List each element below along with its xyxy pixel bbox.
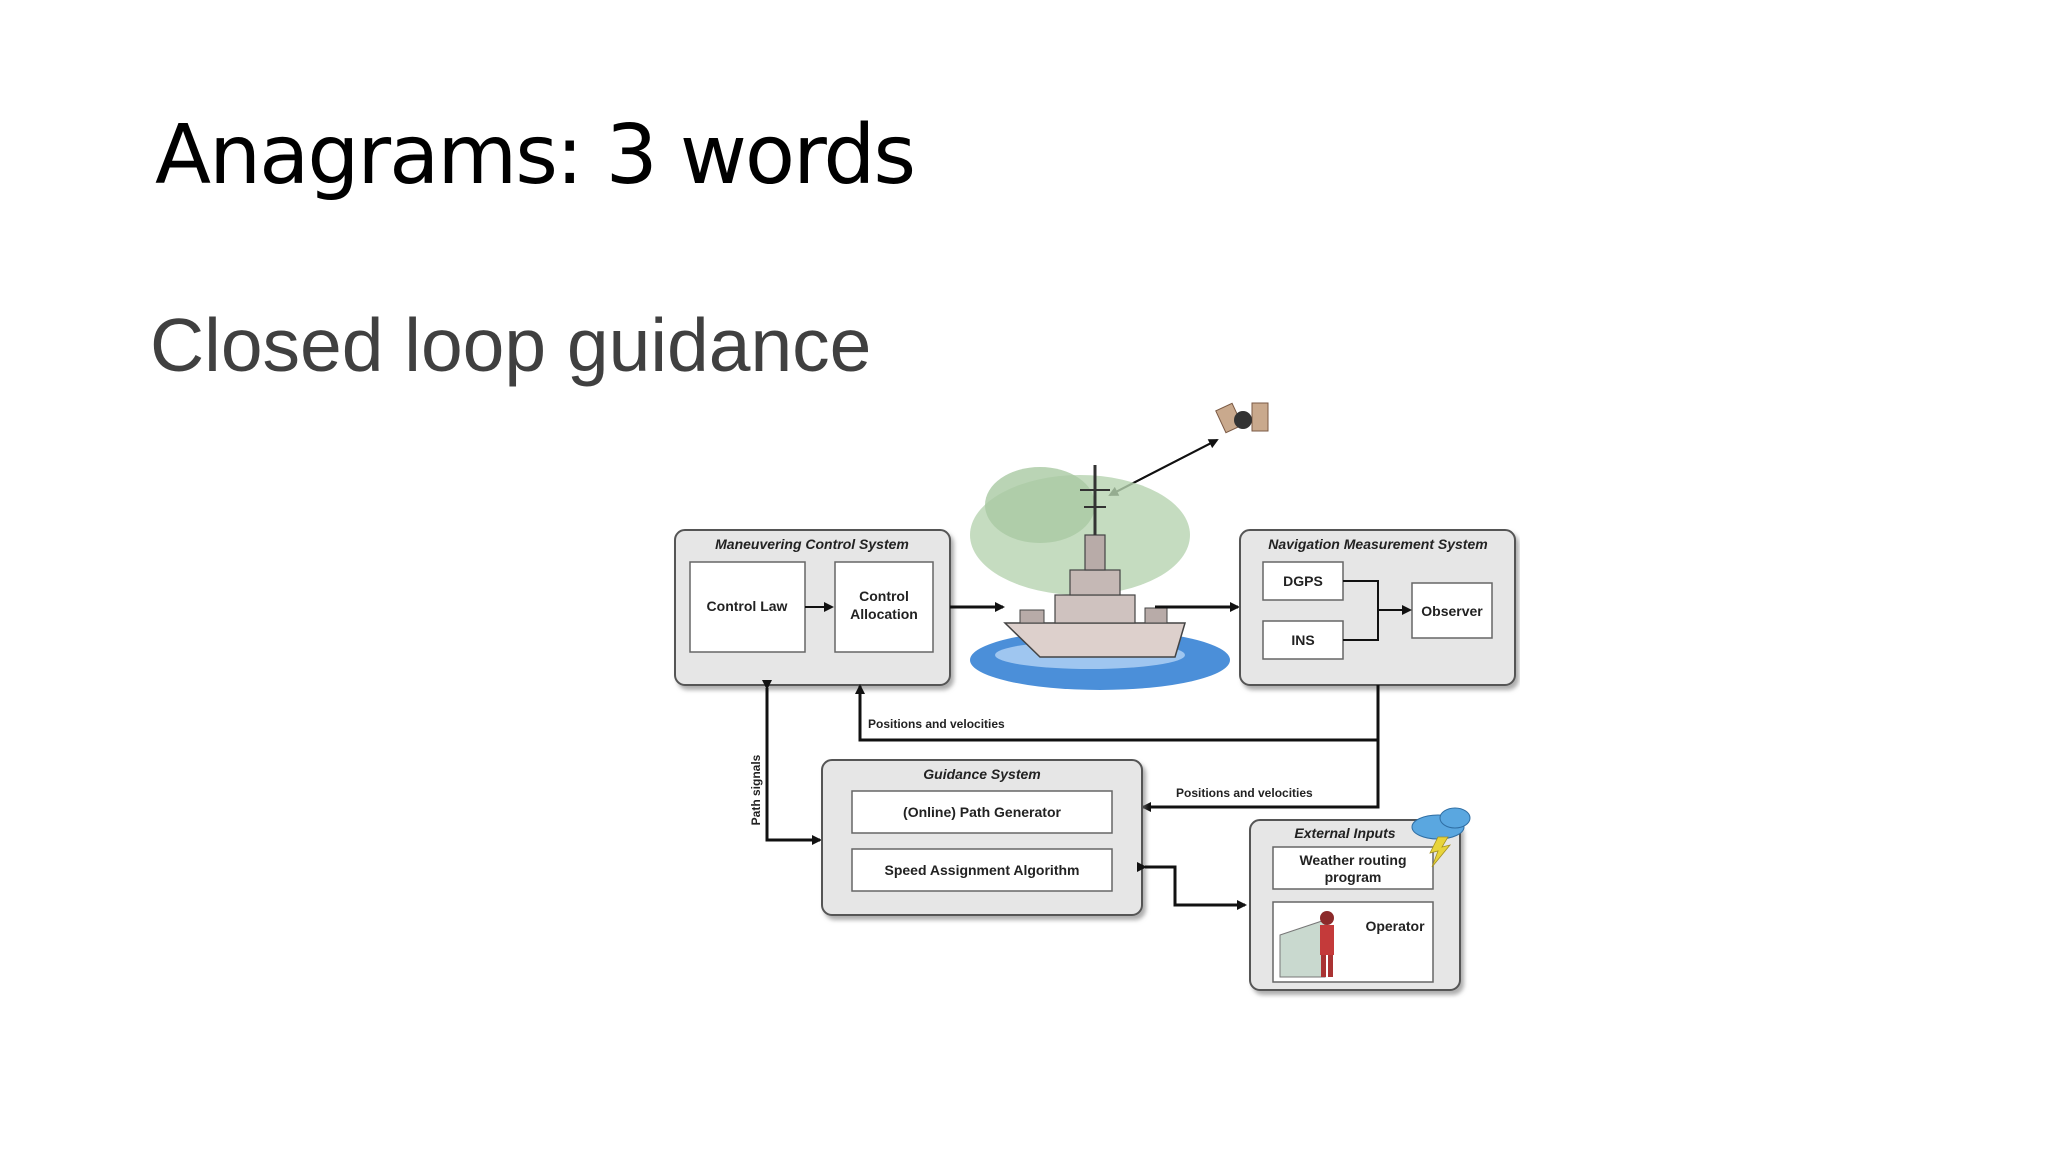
maneuvering-control-title: Maneuvering Control System bbox=[715, 536, 909, 552]
observer-label: Observer bbox=[1421, 603, 1483, 619]
satellite-icon bbox=[1215, 402, 1269, 434]
maneuvering-control-system: Maneuvering Control System Control Law C… bbox=[674, 529, 951, 686]
guidance-system: Guidance System (Online) Path Generator … bbox=[821, 759, 1143, 916]
navigation-measurement-system: Navigation Measurement System DGPS INS O… bbox=[1239, 529, 1516, 686]
control-allocation-label-2: Allocation bbox=[850, 606, 918, 622]
weather-routing-label-1: Weather routing bbox=[1299, 852, 1406, 868]
path-signals-label: Path signals bbox=[749, 754, 763, 825]
ins-label: INS bbox=[1291, 632, 1314, 648]
slide-title: Anagrams: 3 words bbox=[155, 108, 916, 203]
weather-routing-label-2: program bbox=[1325, 869, 1382, 885]
weather-cloud-icon bbox=[1411, 807, 1471, 868]
operator-icon bbox=[1279, 911, 1334, 978]
control-law-label: Control Law bbox=[707, 598, 788, 614]
positions-velocities-top-label: Positions and velocities bbox=[868, 717, 1005, 731]
speed-assignment-label: Speed Assignment Algorithm bbox=[885, 862, 1080, 878]
external-inputs-title: External Inputs bbox=[1294, 825, 1395, 841]
path-generator-label: (Online) Path Generator bbox=[903, 804, 1061, 820]
ship-icon bbox=[970, 465, 1230, 690]
control-allocation-label-1: Control bbox=[859, 588, 909, 604]
guidance-diagram: Maneuvering Control System Control Law C… bbox=[674, 402, 1516, 991]
navigation-title: Navigation Measurement System bbox=[1268, 536, 1487, 552]
operator-label: Operator bbox=[1365, 918, 1425, 934]
guidance-title: Guidance System bbox=[923, 766, 1041, 782]
dgps-label: DGPS bbox=[1283, 573, 1323, 589]
slide-subtitle: Closed loop guidance bbox=[150, 303, 872, 387]
positions-velocities-right-label: Positions and velocities bbox=[1176, 786, 1313, 800]
